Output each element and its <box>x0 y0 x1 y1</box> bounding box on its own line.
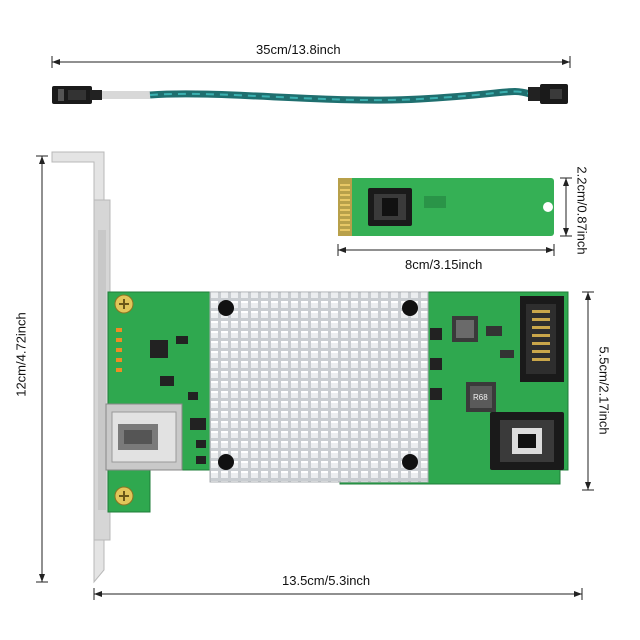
board-height-dimension-line <box>582 291 594 491</box>
m2-height-dimension-line <box>560 177 572 237</box>
cable-length-label: 35cm/13.8inch <box>256 42 341 57</box>
board-height-label: 5.5cm/2.17inch <box>596 346 612 435</box>
card-width-dimension-line <box>93 588 583 600</box>
m2-adapter-card <box>338 178 554 236</box>
card-height-label: 12cm/4.72inch <box>13 312 29 397</box>
sff-cable <box>52 84 568 104</box>
cable-right-connector <box>528 84 568 104</box>
board-sff-port <box>490 412 564 470</box>
m2-width-dimension-line <box>337 244 555 256</box>
status-leds <box>116 328 122 372</box>
small-components <box>150 336 206 464</box>
cable-tag <box>102 91 150 99</box>
rj45-port <box>105 403 183 471</box>
sata-power-connector <box>520 296 564 382</box>
card-height-dimension-line <box>36 155 48 583</box>
heatsink <box>209 291 429 483</box>
card-width-label: 13.5cm/5.3inch <box>282 573 371 588</box>
cable-left-connector <box>52 86 102 104</box>
m2-height-label: 2.2cm/0.87inch <box>574 166 590 255</box>
screw-bottom <box>114 486 134 506</box>
pcie-bracket <box>51 151 111 584</box>
screw-top <box>114 294 134 314</box>
power-components <box>430 316 514 412</box>
m2-width-label: 8cm/3.15inch <box>405 257 483 272</box>
inductor-label: R68 <box>473 393 488 402</box>
cable-dimension-line <box>51 56 571 68</box>
